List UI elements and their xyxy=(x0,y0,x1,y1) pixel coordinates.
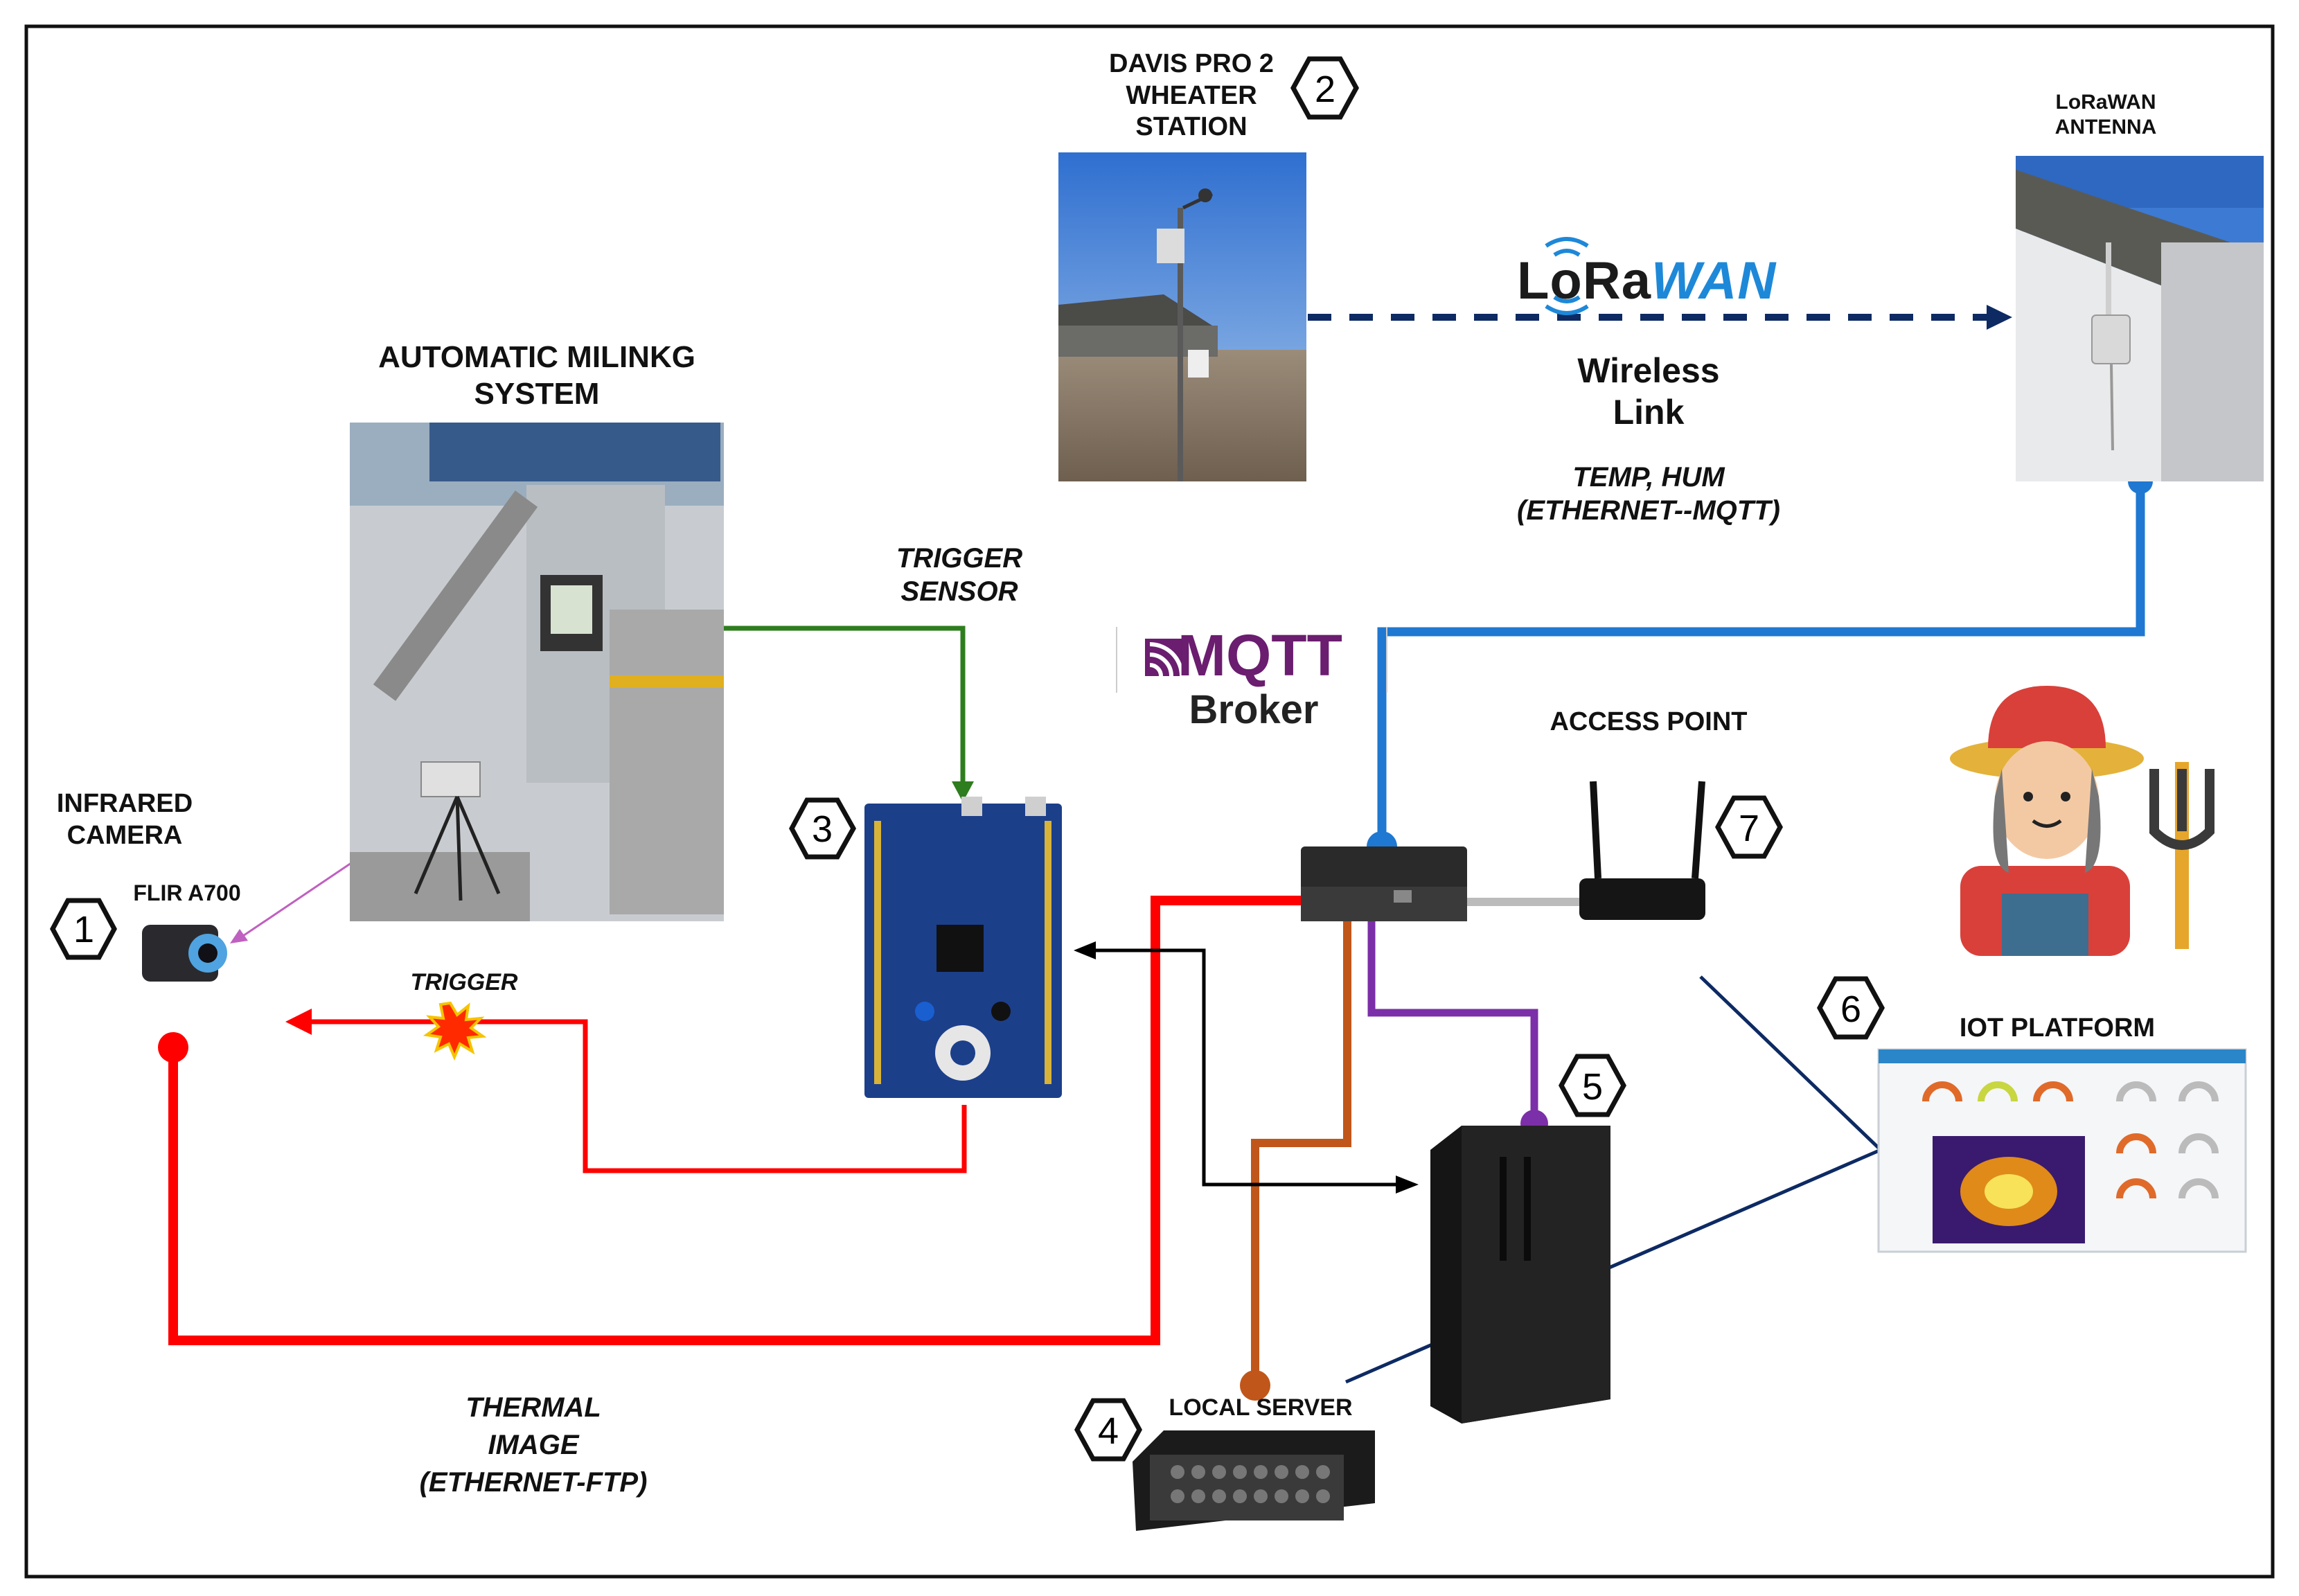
infrared-line1: INFRARED xyxy=(56,789,193,818)
workstation-arrowhead xyxy=(1396,1176,1419,1194)
badge-6-number: 6 xyxy=(1840,988,1861,1030)
temp-hum-text: TEMP, HUM xyxy=(1572,462,1725,493)
access-point-label: ACCESS POINT xyxy=(1524,707,1773,738)
wireless-label-line1: Wireless xyxy=(1577,351,1720,390)
antenna-label-line2: ANTENNA xyxy=(2054,116,2157,139)
badge-1-number: 1 xyxy=(73,909,94,950)
badge-4-number: 4 xyxy=(1098,1410,1119,1452)
platform-link-ap xyxy=(1699,975,1882,1151)
network-switch xyxy=(1301,846,1467,921)
lorawan-logo-wan: WAN xyxy=(1651,251,1777,310)
trigger-sensor-line2: SENSOR xyxy=(900,576,1018,607)
workstation-tower xyxy=(1430,1126,1610,1424)
mqtt-logo-text: MQTT xyxy=(1178,623,1342,688)
iot-platform-label: IOT PLATFORM xyxy=(1919,1013,2196,1045)
trigger-arrowhead xyxy=(285,1009,312,1035)
iot-platform-dashboard xyxy=(1877,1048,2247,1253)
antenna-label-line1: LoRaWAN xyxy=(2055,91,2156,114)
trigger-link xyxy=(308,1019,967,1173)
davis-label-line3: STATION xyxy=(1135,112,1248,142)
badge-3: 3 xyxy=(789,797,857,860)
mqtt-logo-icon xyxy=(1145,639,1184,677)
local-server-link xyxy=(1251,906,1351,1385)
badge-2-number: 2 xyxy=(1315,69,1335,110)
trigger-text: TRIGGER xyxy=(410,969,518,995)
badge-1: 1 xyxy=(50,898,117,960)
local-server-label: LOCAL SERVER xyxy=(1150,1394,1372,1422)
broker-label: Broker xyxy=(1178,686,1330,734)
trigger-sensor-link xyxy=(723,626,966,786)
badge-4: 4 xyxy=(1074,1398,1142,1462)
trigger-sensor-label: TRIGGER SENSOR xyxy=(831,542,1088,608)
thermal-line1: THERMAL xyxy=(465,1392,601,1423)
badge-2: 2 xyxy=(1290,56,1359,120)
lorawan-logo-lo: LoRa xyxy=(1517,251,1651,310)
trigger-label: TRIGGER xyxy=(388,968,540,997)
badge-6: 6 xyxy=(1817,976,1885,1040)
local-server-rack xyxy=(1133,1430,1375,1531)
davis-label-line1: DAVIS PRO 2 xyxy=(1109,49,1274,78)
wireless-label-line2: Link xyxy=(1613,393,1685,432)
flir-text: FLIR A700 xyxy=(133,880,241,905)
badge-5-number: 5 xyxy=(1582,1066,1603,1108)
flir-label: FLIR A700 xyxy=(118,880,256,906)
wireless-link-label: Wireless Link xyxy=(1510,350,1787,433)
davis-station-label: DAVIS PRO 2 WHEATER STATION xyxy=(1067,48,1316,143)
infrared-line2: CAMERA xyxy=(66,820,183,850)
access-point-router xyxy=(1579,781,1705,920)
ethernet-mqtt-text: (ETHERNET--MQTT) xyxy=(1517,495,1780,526)
lorawan-antenna-photo xyxy=(2016,156,2264,481)
davis-label-line2: WHEATER xyxy=(1126,80,1257,110)
farmer-avatar-icon xyxy=(1950,686,2214,956)
trigger-sensor-line1: TRIGGER xyxy=(896,543,1023,574)
camera-pointer-head xyxy=(230,929,248,943)
ams-label-line1: AUTOMATIC MILINKG xyxy=(378,340,695,374)
thermal-image-link xyxy=(168,896,1322,1345)
ams-label-line2: SYSTEM xyxy=(474,376,600,411)
thermal-image-label: THERMAL IMAGE (ETHERNET-FTP) xyxy=(388,1389,679,1501)
lorawan-signal-icon xyxy=(1545,237,1589,315)
badge-7: 7 xyxy=(1715,795,1783,859)
broker-text: Broker xyxy=(1189,687,1319,732)
iot-platform-text: IOT PLATFORM xyxy=(1959,1013,2156,1043)
badge-3-number: 3 xyxy=(812,808,833,850)
workstation-link xyxy=(1367,904,1538,1124)
mcu-workstation-link xyxy=(1091,948,1399,1187)
lorawan-arrowhead xyxy=(1987,305,2012,330)
flir-camera-icon xyxy=(142,925,227,982)
temp-hum-label: TEMP, HUM (ETHERNET--MQTT) xyxy=(1455,461,1843,527)
trigger-sensor-arrowhead xyxy=(952,781,974,802)
thermal-link-node-camera xyxy=(158,1032,188,1063)
automatic-milking-system-photo xyxy=(350,423,724,921)
infrared-camera-label: INFRARED CAMERA xyxy=(35,788,215,851)
thermal-line2: IMAGE xyxy=(488,1430,579,1460)
ams-label: AUTOMATIC MILINKG SYSTEM xyxy=(332,339,741,413)
access-point-text: ACCESS POINT xyxy=(1550,707,1748,736)
local-server-text: LOCAL SERVER xyxy=(1169,1394,1353,1421)
trigger-burst-icon xyxy=(423,1001,487,1061)
lorawan-logo: LoRaWAN xyxy=(1517,249,1808,312)
thermal-line3: (ETHERNET-FTP) xyxy=(419,1467,648,1498)
davis-weather-station-photo xyxy=(1058,152,1306,481)
badge-7-number: 7 xyxy=(1739,808,1759,849)
microcontroller-board xyxy=(864,797,1062,1098)
lorawan-antenna-label: LoRaWAN ANTENNA xyxy=(2036,90,2175,140)
mcu-arrowhead xyxy=(1074,941,1096,959)
mqtt-ethernet-link xyxy=(1377,481,2145,846)
badge-5: 5 xyxy=(1559,1054,1626,1117)
server-link-node-server xyxy=(1240,1370,1270,1401)
mqtt-broker-label: MQTT xyxy=(1178,623,1399,688)
